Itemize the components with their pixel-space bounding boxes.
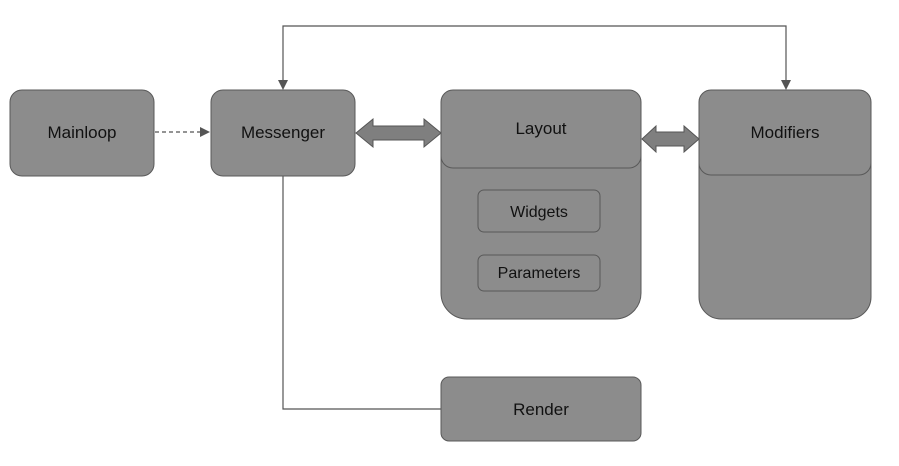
mainloop-label: Mainloop [48,123,117,142]
messenger-label: Messenger [241,123,325,142]
messenger-node: Messenger [210,89,356,177]
messenger-render-connector [282,176,441,410]
render-node: Render [440,376,642,442]
render-label: Render [513,400,569,419]
modifiers-node: Modifiers [698,89,872,320]
messenger-top-arrowhead [278,80,288,90]
layout-header [440,89,642,169]
modifiers-top-arrowhead [781,80,791,90]
parameters-node: Parameters [477,254,601,292]
layout-label: Layout [515,119,566,138]
layout-modifiers-double-arrow [641,124,700,154]
modifiers-label: Modifiers [751,123,820,142]
layout-node: Layout Widgets Parameters [440,89,642,320]
parameters-label: Parameters [498,265,581,282]
modifiers-header [698,89,872,176]
widgets-node: Widgets [477,189,601,233]
messenger-layout-double-arrow [355,117,442,149]
widgets-label: Widgets [510,204,568,221]
top-loop-connector [282,25,787,88]
mainloop-node: Mainloop [9,89,155,177]
